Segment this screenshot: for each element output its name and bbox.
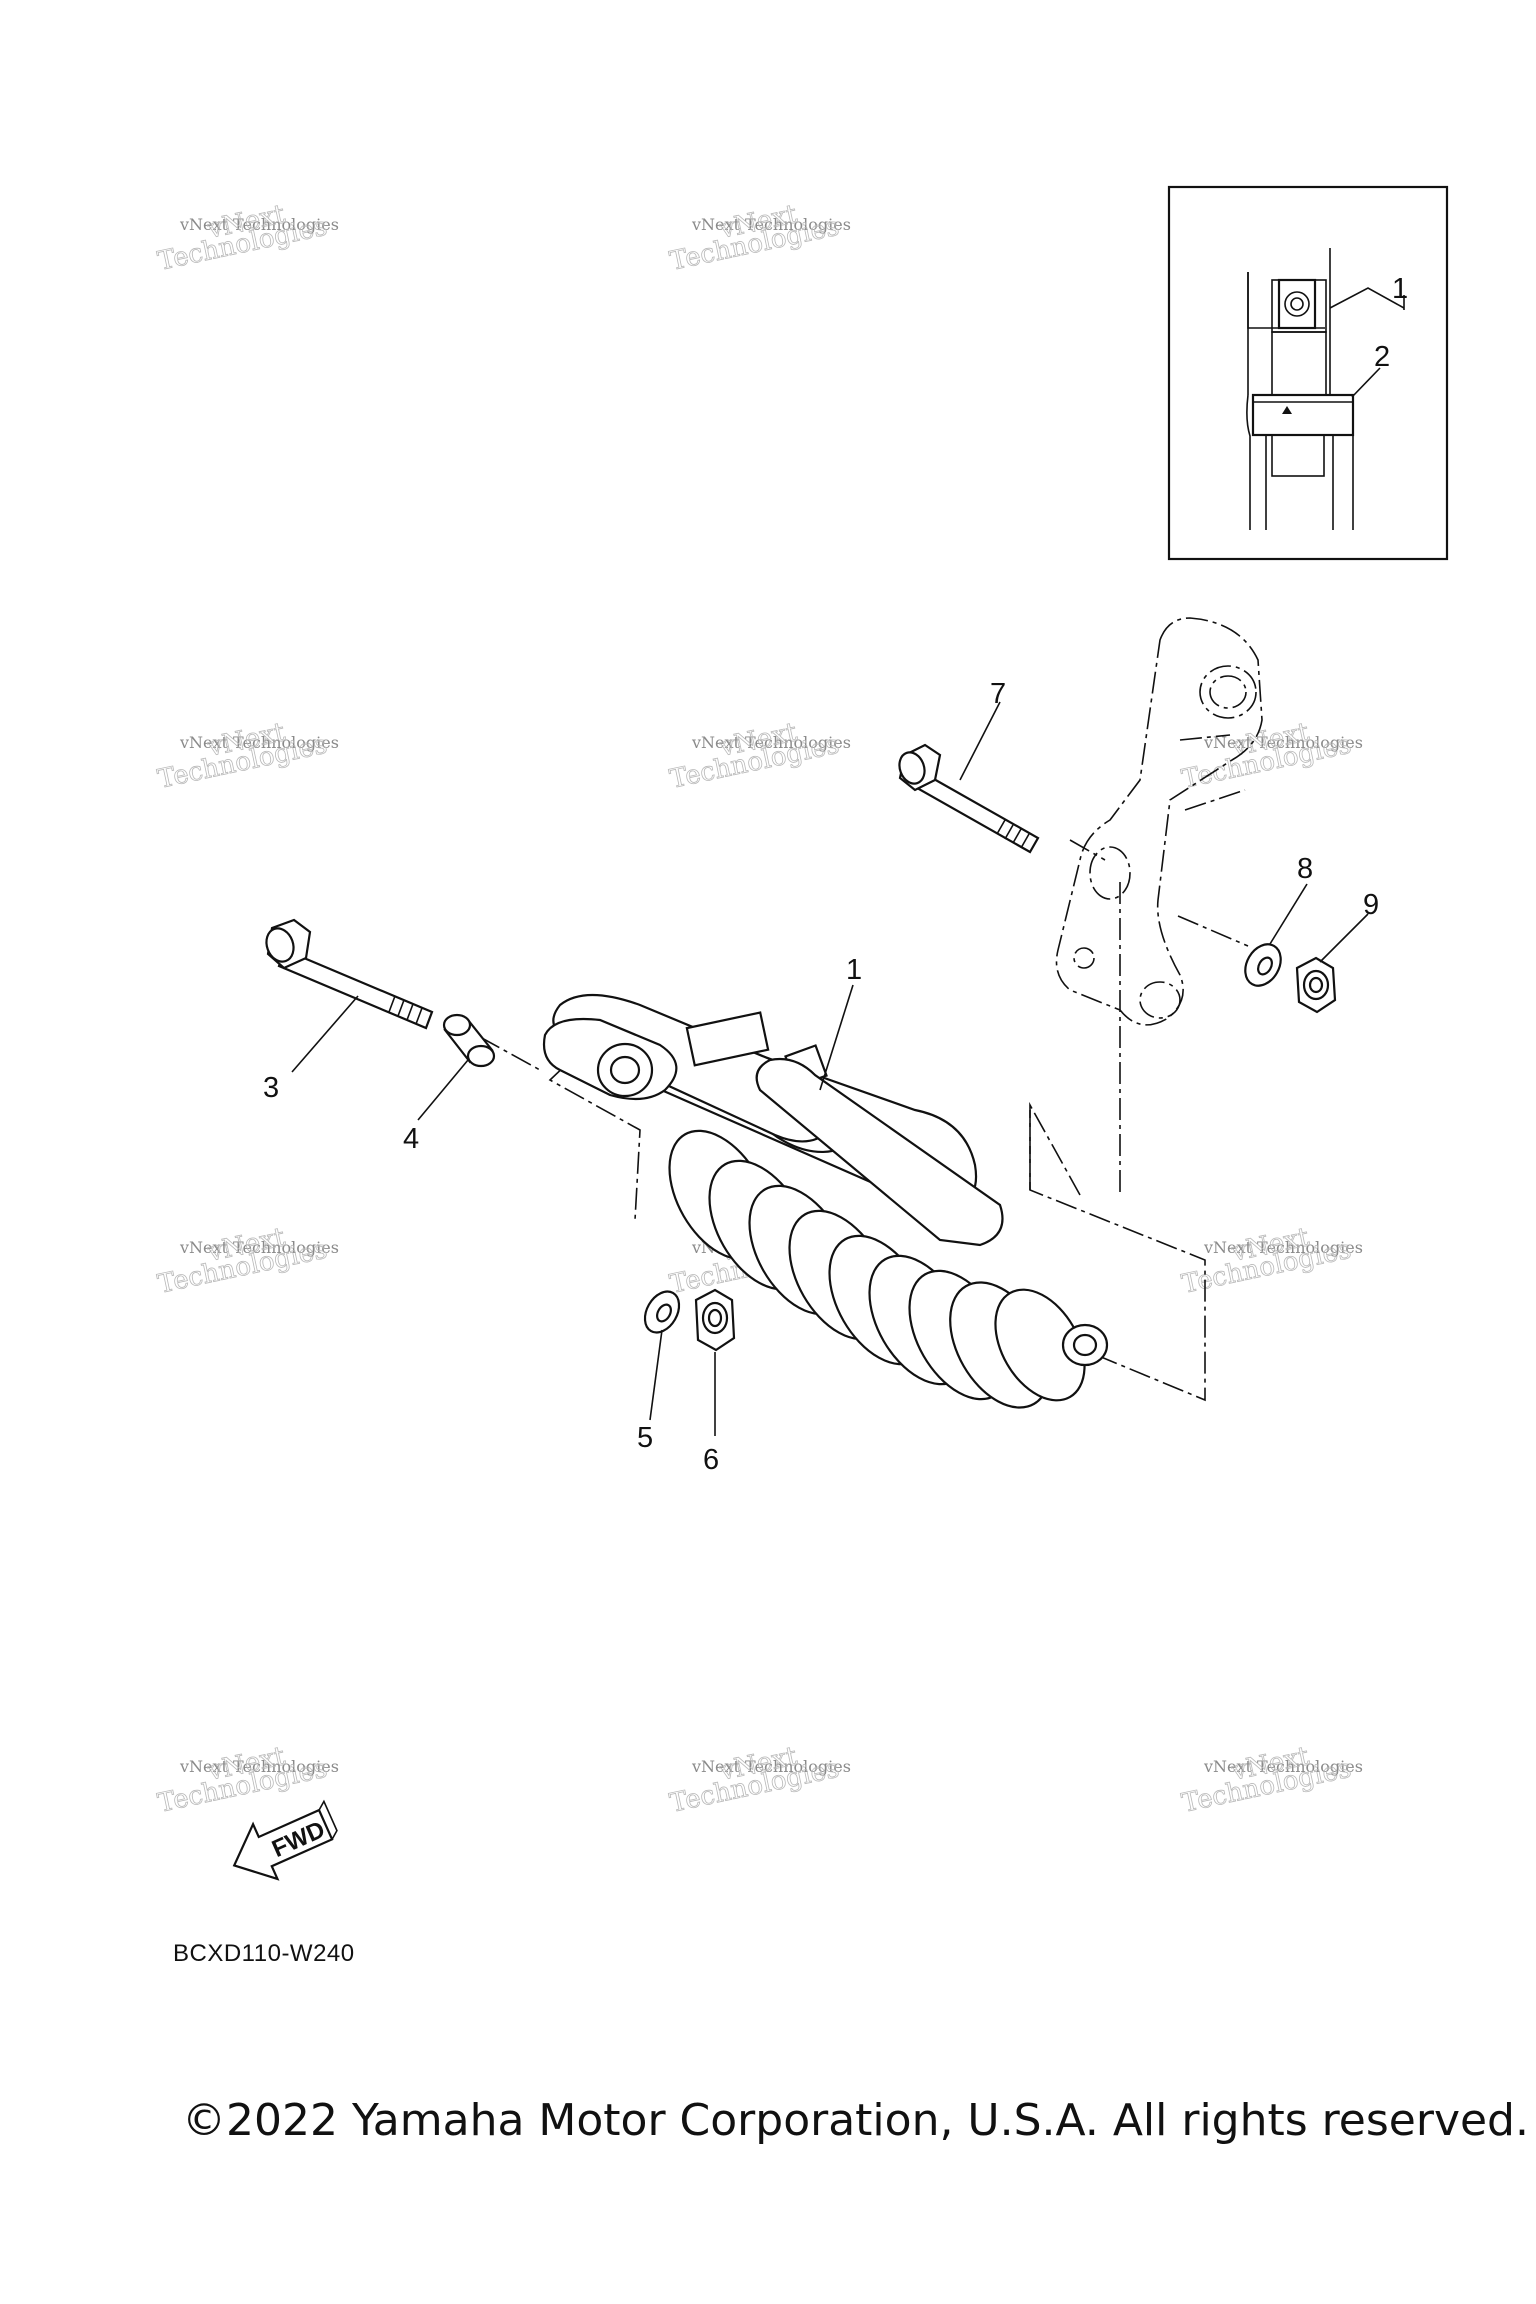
watermark: vNext Technologies Technologies vNext (667, 1741, 851, 1819)
callout-7: 7 (990, 678, 1006, 710)
svg-text:vNext Technologies: vNext Technologies (691, 1757, 851, 1776)
callout-4: 4 (403, 1123, 419, 1155)
svg-text:vNext Technologies: vNext Technologies (1203, 1238, 1363, 1257)
callout-9: 9 (1363, 889, 1379, 921)
svg-text:vNext Technologies: vNext Technologies (1203, 733, 1363, 752)
svg-text:vNext Technologies: vNext Technologies (179, 733, 339, 752)
watermark: vNext Technologies Technologies vNext (155, 199, 339, 277)
watermark: vNext Technologies Technologies vNext (667, 717, 851, 795)
callout-1: 1 (846, 954, 862, 986)
svg-text:vNext Technologies: vNext Technologies (179, 1757, 339, 1776)
svg-text:vNext Technologies: vNext Technologies (691, 215, 851, 234)
shock-spring (668, 1129, 1086, 1409)
inset-callout-1: 1 (1392, 273, 1408, 305)
upper-nut (1295, 956, 1337, 1014)
lower-washer (643, 1290, 681, 1334)
fwd-arrow: FWD (232, 1799, 338, 1881)
callout-8: 8 (1297, 853, 1313, 885)
callout-6: 6 (703, 1444, 719, 1476)
watermark: vNext Technologies Technologies vNext (1179, 1222, 1363, 1300)
rear-shock-absorber (542, 993, 1109, 1409)
watermark: vNext Technologies Technologies vNext (667, 199, 851, 277)
copyright-notice: ©2022 Yamaha Motor Corporation, U.S.A. A… (182, 2095, 1529, 2146)
inset-frame (1167, 185, 1449, 561)
watermark: vNext Technologies Technologies vNext (1179, 717, 1363, 795)
inset-detail: 1 2 (1167, 185, 1449, 561)
collar (442, 1013, 496, 1068)
lower-nut (694, 1288, 736, 1352)
diagram-code: BCXD110-W240 (173, 1940, 355, 1967)
callout-3: 3 (263, 1072, 279, 1104)
callout-5: 5 (637, 1422, 653, 1454)
watermark: vNext Technologies Technologies vNext (1179, 1741, 1363, 1819)
watermark: vNext Technologies Technologies vNext (155, 1741, 339, 1819)
inset-shock-drawing (1246, 248, 1355, 530)
watermark: vNext Technologies Technologies vNext (155, 1222, 339, 1300)
relay-arm-phantom (1055, 617, 1263, 1026)
svg-text:vNext Technologies: vNext Technologies (691, 733, 851, 752)
svg-text:vNext Technologies: vNext Technologies (1203, 1757, 1363, 1776)
lower-bolt (265, 918, 434, 1030)
watermark: vNext Technologies Technologies vNext (155, 717, 339, 795)
callout-numbers: 1 3 4 5 6 7 8 9 (263, 678, 1379, 1476)
upper-washer (1244, 943, 1282, 987)
inset-callout-2: 2 (1374, 341, 1390, 373)
upper-bolt (898, 743, 1040, 854)
svg-text:vNext Technologies: vNext Technologies (179, 215, 339, 234)
leader-lines (291, 701, 1369, 1436)
shock-label-sticker (685, 1011, 770, 1067)
svg-text:vNext Technologies: vNext Technologies (179, 1238, 339, 1257)
